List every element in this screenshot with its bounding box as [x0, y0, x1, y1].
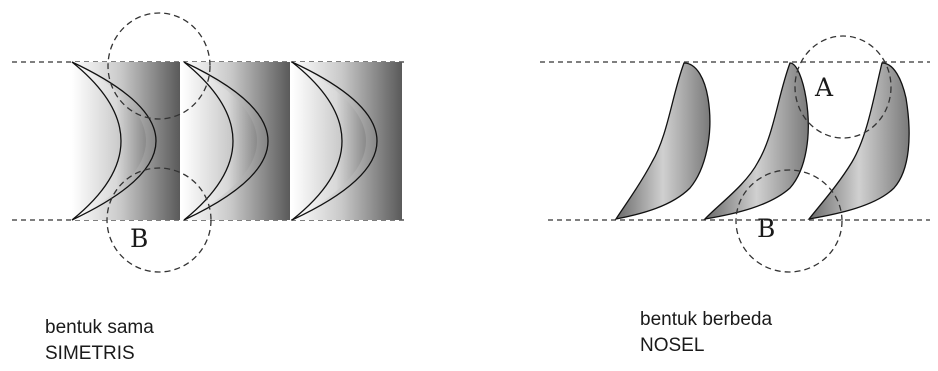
- symmetric-caption-line2: SIMETRIS: [45, 341, 154, 367]
- nozzle-blade: [705, 63, 808, 219]
- nozzle-caption-line2: NOSEL: [640, 333, 772, 359]
- nozzle-blade-group: A B: [540, 36, 930, 272]
- symmetric-blade: [72, 62, 180, 220]
- symmetric-blade: [182, 62, 290, 220]
- symmetric-blade-group: B: [12, 13, 405, 272]
- symmetric-caption: bentuk sama SIMETRIS: [45, 315, 154, 367]
- symmetric-blade: [292, 62, 402, 220]
- label-b-right: B: [757, 214, 775, 243]
- label-b-left: B: [130, 224, 148, 253]
- label-a: A: [814, 73, 834, 102]
- nozzle-caption-line1: bentuk berbeda: [640, 307, 772, 333]
- nozzle-blade: [616, 63, 710, 219]
- symmetric-caption-line1: bentuk sama: [45, 315, 154, 341]
- nozzle-caption: bentuk berbeda NOSEL: [640, 307, 772, 359]
